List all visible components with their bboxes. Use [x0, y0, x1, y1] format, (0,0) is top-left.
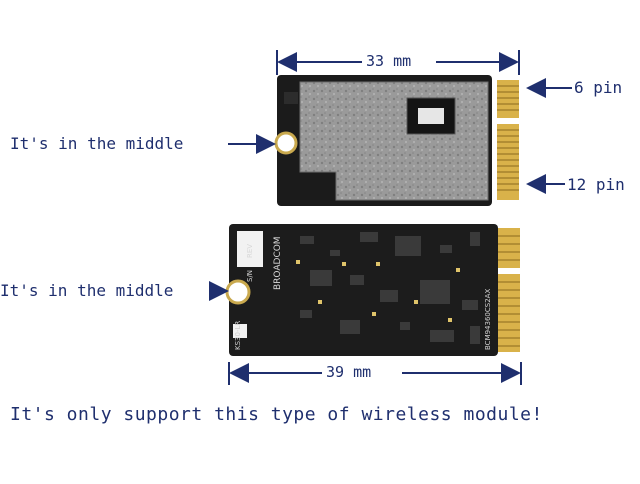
chip-code-silkscreen: BCM94360CS2AX [484, 289, 492, 350]
gold-contacts-6pin [497, 80, 519, 118]
card-back: BROADCOM REV S/N BCM94360CS2AX KS30-LR [225, 224, 520, 356]
label-sticker [237, 231, 263, 267]
bottom-width-label: 39 mm [322, 363, 376, 381]
gold-contacts-back [498, 228, 520, 352]
gold-contacts-12pin [497, 124, 519, 200]
top-width-label: 33 mm [362, 52, 416, 70]
screw-notch-top [274, 131, 298, 155]
dimension-arrows [209, 50, 572, 385]
card-back-pcb [229, 224, 498, 356]
compatibility-note: It's only support this type of wireless … [10, 404, 543, 425]
middle-label-bottom: It's in the middle [0, 281, 174, 300]
sn-silkscreen: S/N [246, 270, 254, 282]
part-code-silkscreen: KS30-LR [234, 321, 242, 350]
cert-logo [233, 324, 247, 338]
card-front [274, 75, 519, 206]
rev-silkscreen: REV [246, 244, 254, 258]
chip-window [418, 108, 444, 124]
smd-components [300, 232, 480, 344]
smd-pads [296, 260, 460, 322]
smd-component [284, 92, 298, 104]
twelve-pin-label: 12 pin [567, 175, 625, 194]
six-pin-label: 6 pin [574, 78, 623, 97]
middle-label-top: It's in the middle [10, 134, 184, 153]
brand-silkscreen: BROADCOM [273, 236, 283, 290]
screw-notch-bottom [225, 279, 251, 305]
